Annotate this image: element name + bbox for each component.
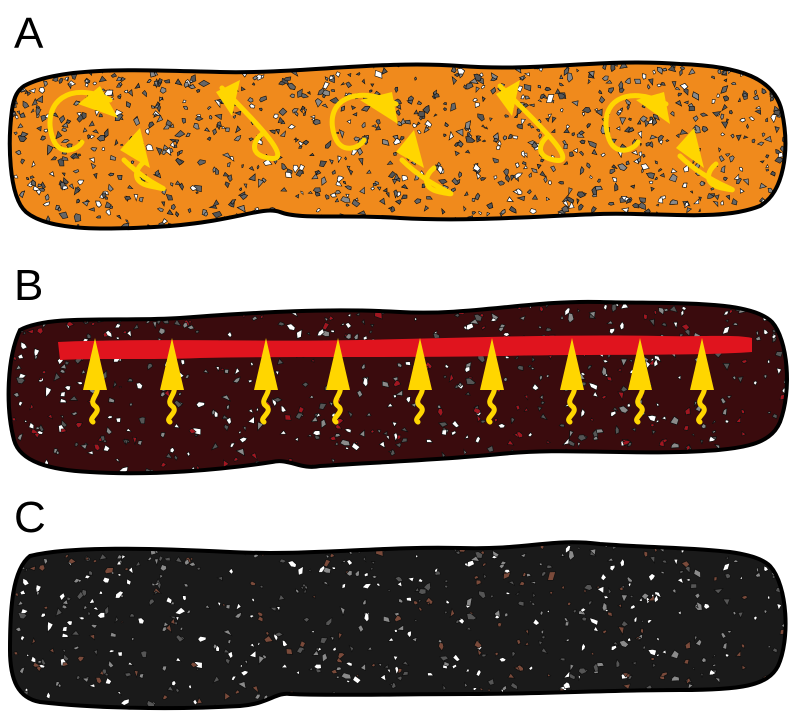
sample-body-b (9, 302, 787, 473)
panel-label-c: C (14, 493, 46, 542)
panel-label-a: A (14, 9, 44, 58)
sample-body-c (10, 542, 786, 708)
panel-a: A (3, 9, 790, 240)
panel-b: B (1, 261, 790, 483)
panel-c: C (3, 493, 790, 713)
panel-label-b: B (14, 261, 43, 310)
